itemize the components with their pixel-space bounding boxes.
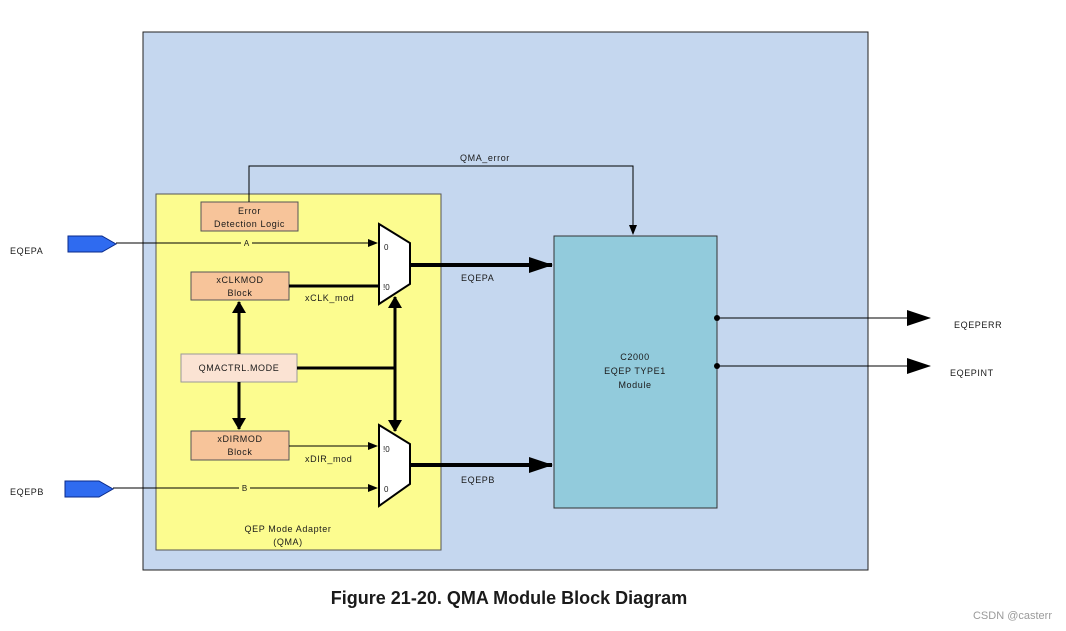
eqepb-input-label: EQEPB: [10, 487, 44, 497]
eqepa-input-pin: [67, 235, 118, 253]
mux-top: [378, 222, 411, 306]
error-detection-block: [200, 201, 299, 232]
qma-error-label: QMA_error: [460, 153, 510, 163]
xdirmod-line2: Block: [227, 447, 252, 457]
xclk-mod-label: xCLK_mod: [305, 293, 354, 303]
signal-b-label: B: [242, 484, 247, 493]
eqepa-input-label: EQEPA: [10, 246, 43, 256]
mux-bottom: [378, 423, 411, 508]
xclkmod-line2: Block: [227, 288, 252, 298]
eqepa-output-label: EQEPA: [461, 273, 494, 283]
qma-error-line: [248, 165, 637, 235]
mux-bottom-in0-label: !0: [383, 445, 390, 454]
signal-a-label: A: [244, 239, 250, 248]
qmactrl-mode-label: QMACTRL.MODE: [199, 363, 280, 373]
qma-title-line1: QEP Mode Adapter: [245, 524, 332, 534]
mux-top-in1-label: !0: [383, 283, 390, 292]
mux-bottom-in1-label: 0: [384, 485, 389, 494]
eqepb-input-pin: [64, 480, 115, 498]
c2000-line2: EQEP TYPE1: [604, 366, 666, 376]
eqepb-output-label: EQEPB: [461, 475, 495, 485]
error-detection-line1: Error: [238, 206, 261, 216]
figure-caption: Figure 21-20. QMA Module Block Diagram: [330, 588, 688, 608]
mux-top-in0-label: 0: [384, 243, 389, 252]
c2000-line3: Module: [618, 380, 651, 390]
xdirmod-block: [190, 430, 290, 461]
xdirmod-line1: xDIRMOD: [217, 434, 262, 444]
c2000-line1: C2000: [620, 352, 650, 362]
c2000-module-box: [553, 235, 718, 509]
xclkmod-block: [190, 271, 290, 301]
error-detection-line2: Detection Logic: [214, 219, 285, 229]
eqeperr-label: EQEPERR: [954, 320, 1002, 330]
eqepint-label: EQEPINT: [950, 368, 994, 378]
xdir-mod-label: xDIR_mod: [305, 454, 352, 464]
xclkmod-line1: xCLKMOD: [216, 275, 263, 285]
qmactrl-mode-block: [180, 353, 298, 383]
qma-title-line2: (QMA): [273, 537, 303, 547]
watermark: CSDN @casterr: [972, 610, 1052, 622]
